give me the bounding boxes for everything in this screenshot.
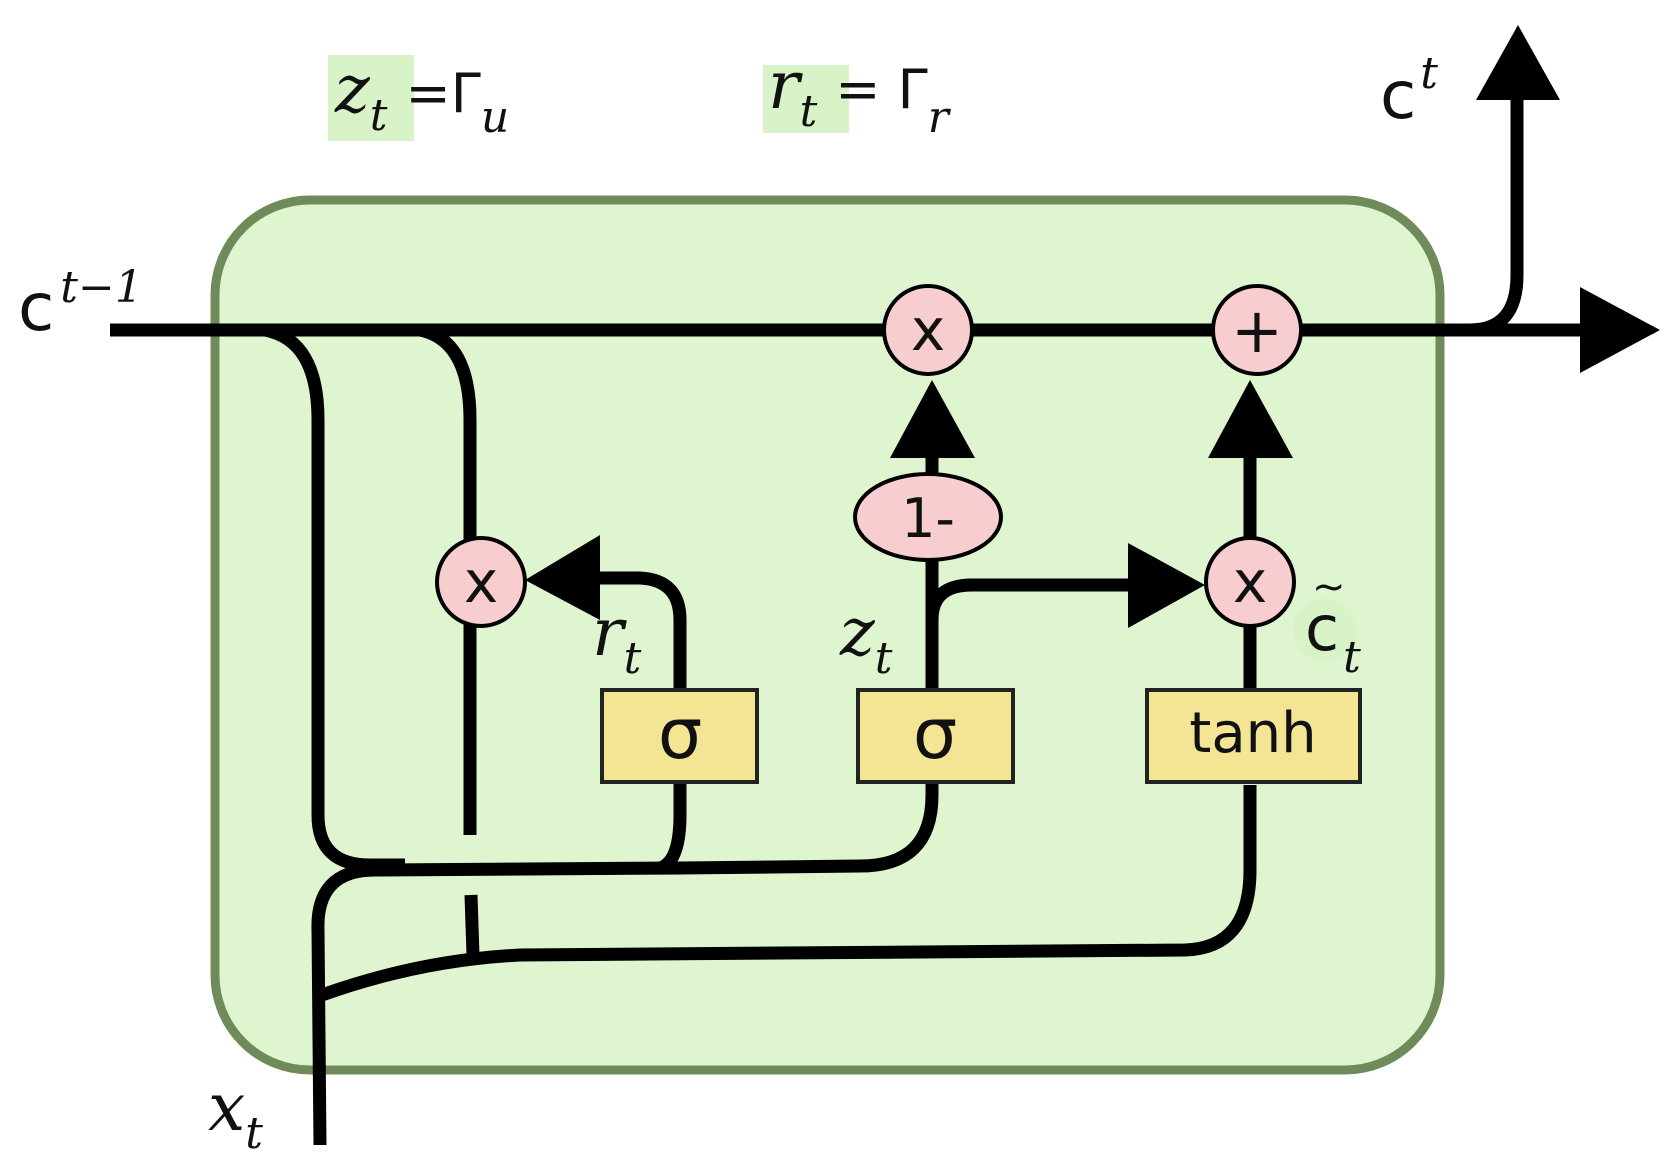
state-output-arrowhead: [1580, 287, 1660, 373]
legend-z-highlight: [328, 55, 414, 141]
gru-cell-body: [210, 195, 1445, 1075]
add-node-top: +: [1211, 284, 1303, 376]
multiply-node-candidate: x: [1204, 536, 1296, 628]
legend-r-highlight: [763, 65, 849, 133]
legend-r-equation: rt= Γr: [768, 47, 952, 143]
output-branch-wire: [1440, 95, 1524, 337]
multiply-node-top: x: [882, 284, 974, 376]
one-minus-node: 1-: [853, 472, 1003, 562]
update-to-candidate-mult-wire: [925, 578, 1135, 621]
svg-text:σ: σ: [913, 693, 957, 775]
reset-to-mult-arrowhead: [525, 535, 600, 620]
c-tilde-label: ct: [1305, 592, 1361, 683]
reset-gate-sigma: σ: [600, 688, 759, 784]
output-up-arrowhead: [1476, 25, 1560, 100]
input-to-tanh-wire: [319, 785, 1257, 1002]
r-wire-label: rt: [592, 594, 642, 684]
x-input-label: xt: [208, 1069, 263, 1159]
svg-text:x: x: [464, 548, 498, 616]
candidate-gate-tanh: tanh: [1145, 688, 1362, 784]
bus-to-reset-gate-wire: [657, 775, 687, 875]
svg-text:tanh: tanh: [1189, 701, 1316, 766]
svg-text:x: x: [1233, 548, 1267, 616]
legend-z-equation: zt=Γu: [334, 51, 509, 143]
c-out-label: ct: [1380, 48, 1438, 134]
svg-text:1-: 1-: [901, 487, 955, 550]
c-tilde-mark: ~: [1312, 564, 1346, 610]
z-wire-label: zt: [839, 594, 893, 684]
update-to-candidate-arrowhead: [1128, 543, 1205, 628]
c-tilde-highlight: [1293, 598, 1357, 662]
multiply-node-reset: x: [435, 536, 527, 628]
svg-text:x: x: [911, 296, 945, 364]
update-gate-sigma: σ: [856, 688, 1015, 784]
reset-product-wire: [464, 894, 480, 956]
candidate-to-add-arrowhead: [1208, 380, 1293, 458]
input-trunk-wire: [311, 861, 684, 1146]
svg-text:σ: σ: [658, 693, 702, 775]
bus-to-update-gate-wire: [679, 775, 939, 875]
state-to-bus-wire: [263, 323, 405, 872]
one-minus-to-mult-arrowhead: [890, 380, 975, 458]
state-to-reset-mult-wire: [418, 323, 477, 835]
reset-gate-output-wire: [595, 571, 687, 690]
svg-text:+: +: [1231, 294, 1283, 367]
